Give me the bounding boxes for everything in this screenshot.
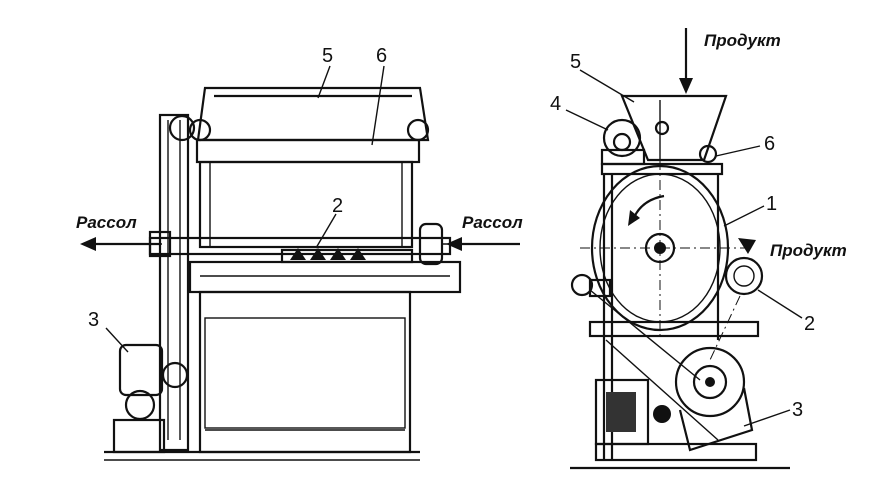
right-pump-inner xyxy=(692,364,728,400)
right-leader-5 xyxy=(579,69,635,103)
right-product-side-caption: Продукт xyxy=(770,241,847,260)
left-bed xyxy=(188,260,462,294)
left-leader-3 xyxy=(105,327,129,353)
left-leader-5 xyxy=(317,65,331,99)
left-inflow-arrowhead xyxy=(446,237,462,251)
right-bolt-6 xyxy=(698,144,718,164)
right-lower-crossbar xyxy=(588,320,760,338)
right-leader-2 xyxy=(757,289,803,319)
right-leader-6 xyxy=(715,145,761,157)
right-label-5: 5 xyxy=(570,51,581,73)
left-main-body xyxy=(198,160,414,249)
right-rotation-arrowhead xyxy=(628,210,640,226)
right-belt-3 xyxy=(709,295,741,361)
left-upper-roller-housing xyxy=(195,138,421,164)
left-tooth-4 xyxy=(350,248,366,260)
right-leader-3 xyxy=(743,409,791,427)
right-pump-volute xyxy=(678,387,754,452)
right-left-bearing xyxy=(588,278,612,298)
right-motor-fins xyxy=(606,392,636,432)
left-top-pulley xyxy=(168,114,196,142)
left-gear-pulley xyxy=(161,361,189,389)
left-tooth-3 xyxy=(330,248,346,260)
right-leader-1 xyxy=(723,205,765,227)
left-tank-inner xyxy=(204,317,406,429)
right-motor-base xyxy=(594,442,758,462)
left-motor xyxy=(118,343,164,397)
right-product-top-arrowhead xyxy=(679,78,693,94)
right-product-top-caption: Продукт xyxy=(704,31,781,50)
right-motor-coupling xyxy=(653,405,671,423)
left-tooth-1 xyxy=(290,248,306,260)
left-view: 5 6 2 3 Рассол Рассол xyxy=(76,45,523,461)
right-leader-4 xyxy=(565,109,609,131)
right-label-2: 2 xyxy=(804,313,815,335)
right-motor-4-housing xyxy=(602,118,642,158)
right-roller-2 xyxy=(724,256,764,296)
left-motor-base xyxy=(112,418,166,454)
left-label-2: 2 xyxy=(332,195,343,217)
right-pump-axle xyxy=(705,377,715,387)
left-tooth-2 xyxy=(310,248,326,260)
right-belt-1 xyxy=(605,339,719,441)
right-left-roller xyxy=(570,273,594,297)
left-label-6: 6 xyxy=(376,45,387,67)
left-flow-in-caption: Рассол xyxy=(462,213,523,232)
left-upper-bearing-left xyxy=(188,118,212,142)
right-pump-housing xyxy=(674,346,746,418)
left-flow-out-caption: Рассол xyxy=(76,213,137,232)
right-view: 5 4 6 1 2 3 Продукт Продукт xyxy=(550,28,847,470)
left-belt-column xyxy=(158,113,190,452)
left-top-hopper xyxy=(196,86,430,142)
left-lower-tank xyxy=(198,290,412,454)
left-right-bearing xyxy=(418,222,444,266)
right-label-1: 1 xyxy=(766,193,777,215)
right-label-3: 3 xyxy=(792,399,803,421)
right-product-side-arrowhead xyxy=(738,238,756,254)
right-motor-4-pulley xyxy=(612,132,632,152)
left-leader-6 xyxy=(371,65,385,146)
right-label-4: 4 xyxy=(550,93,561,115)
left-outflow-arrowhead xyxy=(80,237,96,251)
left-label-3: 3 xyxy=(88,309,99,331)
left-leader-2 xyxy=(315,213,337,249)
left-upper-bearing-right xyxy=(406,118,430,142)
right-hopper-roll xyxy=(654,120,670,136)
left-label-5: 5 xyxy=(322,45,333,67)
right-roller-2-inner xyxy=(733,265,755,287)
right-label-6: 6 xyxy=(764,133,775,155)
